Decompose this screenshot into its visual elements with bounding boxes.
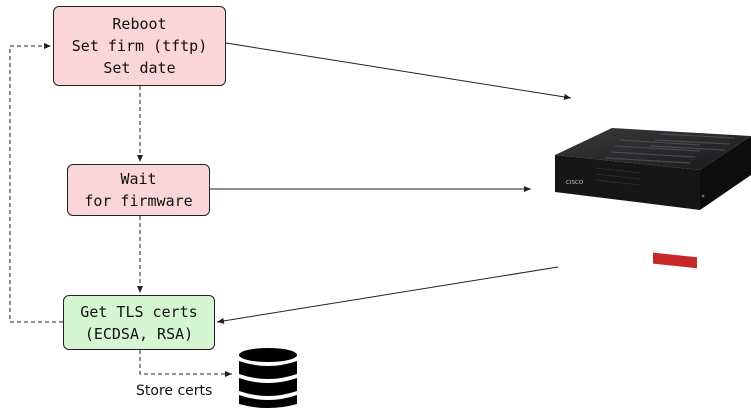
firewall-device-icon: ASA 5506-X CISCO bbox=[555, 128, 751, 336]
get-tls-certs-node: Get TLS certs (ECDSA, RSA) bbox=[63, 295, 215, 350]
arrow-device-to-tls bbox=[216, 266, 559, 324]
wait-node-line: for firmware bbox=[84, 192, 193, 210]
database-icon bbox=[239, 348, 297, 408]
arrow-reboot-to-device bbox=[225, 42, 572, 100]
store-certs-label: Store certs bbox=[136, 383, 213, 399]
reboot-node-line: Set firm (tftp) bbox=[71, 37, 208, 55]
arrow-loop-back bbox=[9, 43, 63, 323]
wait-firmware-node: Wait for firmware bbox=[67, 164, 210, 216]
wait-node-line: Wait bbox=[120, 170, 157, 188]
tls-node-line: Get TLS certs bbox=[80, 302, 198, 321]
device-brand-label: CISCO bbox=[566, 180, 584, 186]
reboot-node-line: Set date bbox=[103, 59, 176, 77]
device-model-badge bbox=[653, 252, 697, 269]
device-model-label: ASA 5506-X bbox=[657, 325, 696, 336]
reboot-node-line: Reboot bbox=[112, 15, 167, 33]
device-front-panel bbox=[555, 155, 700, 210]
tls-node-line: (ECDSA, RSA) bbox=[84, 324, 194, 343]
device-side-panel bbox=[700, 136, 751, 210]
arrow-to-storage bbox=[139, 350, 232, 377]
